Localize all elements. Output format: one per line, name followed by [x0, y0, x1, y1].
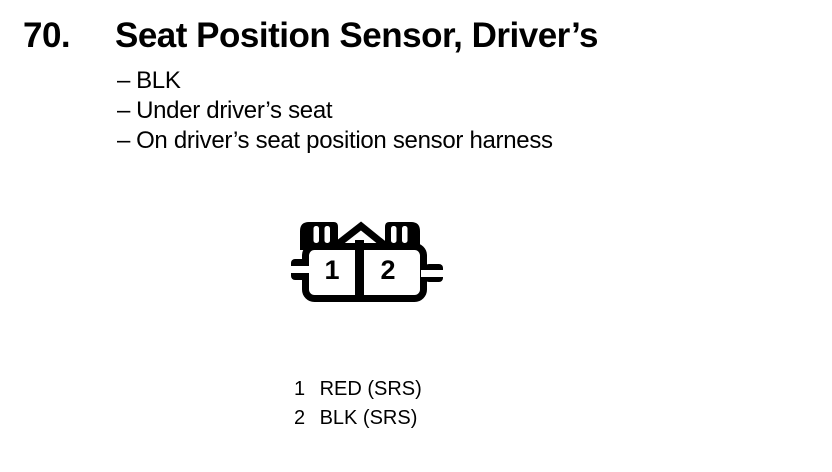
bullet-harness-text: On driver’s seat position sensor harness: [136, 127, 553, 154]
legend-pin-number: 2: [294, 407, 306, 429]
bullet-dash: –: [117, 127, 131, 154]
connector-body: [302, 243, 427, 302]
legend-row-pin-1: 1 RED (SRS): [294, 375, 422, 404]
item-number: 70.: [23, 16, 71, 55]
bullet-color: – BLK: [117, 66, 553, 96]
page-title: Seat Position Sensor, Driver’s: [115, 16, 598, 55]
latch-slot: [324, 226, 330, 243]
legend-pin-number: 1: [294, 378, 306, 400]
legend-pin-label: RED (SRS): [319, 378, 422, 400]
pin-2-number: 2: [380, 255, 395, 285]
bullet-dash: –: [117, 97, 131, 124]
bullet-dash: –: [117, 67, 131, 94]
left-tab-slot: [291, 266, 310, 273]
legend-pin-label: BLK (SRS): [319, 407, 418, 429]
latch-slot: [313, 226, 319, 243]
connector-diagram-icon: 1 2: [291, 221, 443, 302]
detail-bullet-list: – BLK – Under driver’s seat – On driver’…: [117, 66, 553, 156]
latch-slot: [402, 226, 408, 243]
pin-1-number: 1: [324, 255, 339, 285]
bullet-color-text: BLK: [136, 67, 181, 94]
pin-legend: 1 RED (SRS) 2 BLK (SRS): [294, 375, 422, 433]
latch-slot: [391, 226, 397, 243]
bullet-harness: – On driver’s seat position sensor harne…: [117, 126, 553, 156]
legend-row-pin-2: 2 BLK (SRS): [294, 404, 422, 433]
connector-cavity-divider: [355, 240, 364, 302]
bullet-location: – Under driver’s seat: [117, 96, 553, 126]
bullet-location-text: Under driver’s seat: [136, 97, 333, 124]
right-tab-slot: [421, 270, 443, 277]
